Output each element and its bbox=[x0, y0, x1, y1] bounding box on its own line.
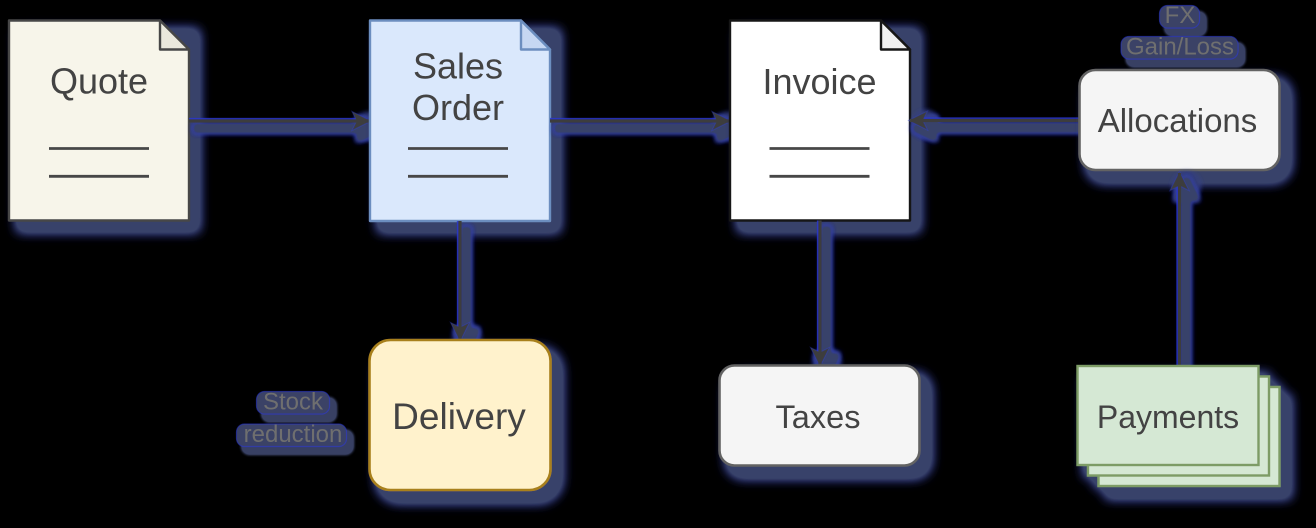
svg-text:Quote: Quote bbox=[50, 61, 148, 102]
svg-text:reduction: reduction bbox=[244, 421, 343, 448]
svg-text:Payments: Payments bbox=[1097, 399, 1239, 435]
svg-text:FX: FX bbox=[1165, 2, 1196, 29]
svg-text:Delivery: Delivery bbox=[392, 396, 526, 437]
svg-text:Sales: Sales bbox=[413, 45, 503, 86]
svg-text:Allocations: Allocations bbox=[1098, 102, 1258, 139]
svg-text:Order: Order bbox=[412, 87, 504, 128]
svg-text:Invoice: Invoice bbox=[762, 61, 876, 102]
svg-text:Stock: Stock bbox=[263, 389, 324, 416]
svg-text:Gain/Loss: Gain/Loss bbox=[1126, 34, 1234, 61]
svg-text:Taxes: Taxes bbox=[776, 399, 861, 435]
